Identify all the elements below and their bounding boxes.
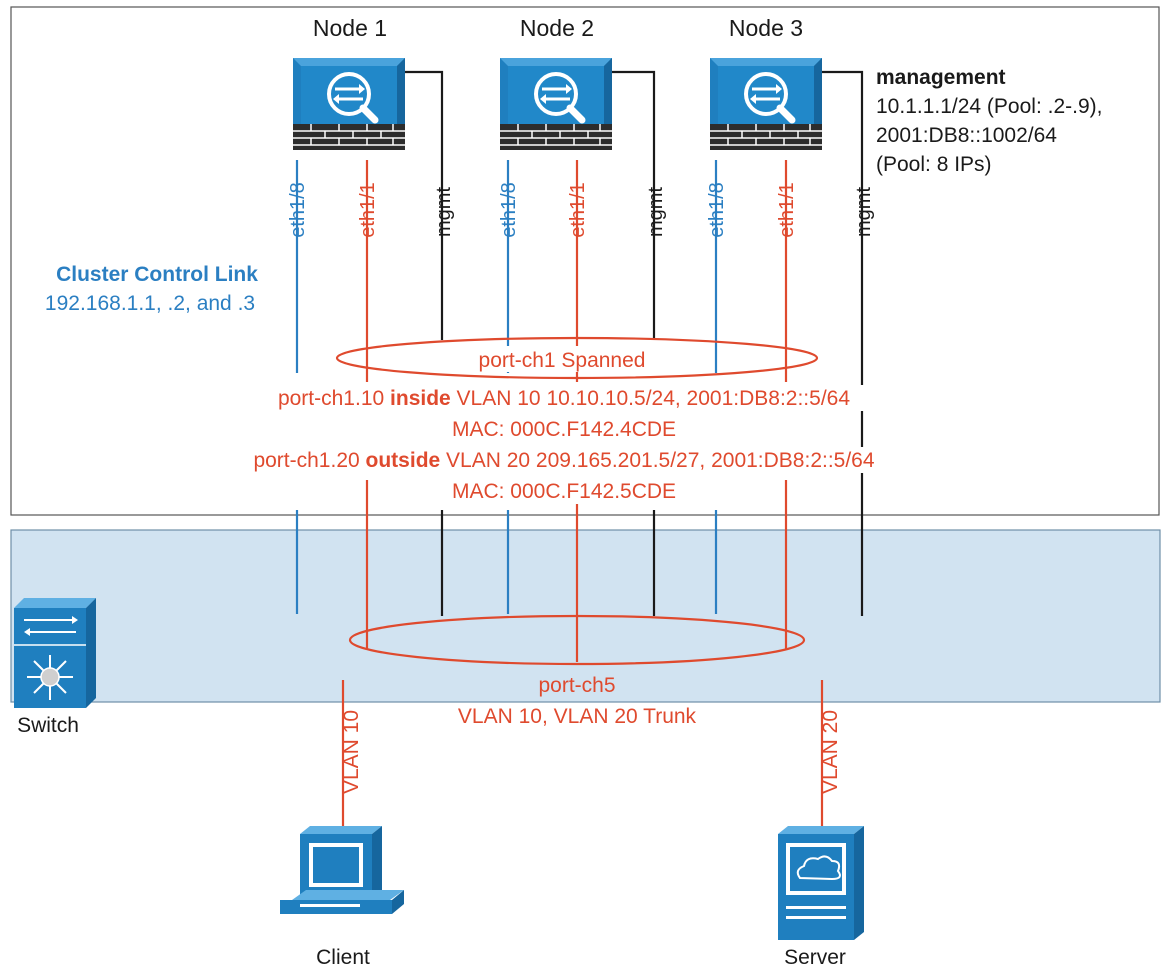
mgmt-link-node-3 [810, 70, 864, 616]
ccl-addresses: 192.168.1.1, .2, and .3 [45, 292, 255, 315]
firewall-node-2-icon [500, 58, 612, 150]
mgmt-link-node-1 [394, 70, 444, 340]
mgmt-port-label-node-1: mgmt [433, 187, 455, 237]
node-1-label: Node 1 [313, 15, 387, 41]
management-ipv6: 2001:DB8::1002/64 [876, 124, 1057, 147]
ccl-title: Cluster Control Link [56, 263, 258, 286]
data-links [341, 160, 824, 828]
mgmt-port-label-node-2: mgmt [645, 187, 667, 237]
inside-mac: MAC: 000C.F142.4CDE [452, 418, 676, 441]
management-pool: (Pool: 8 IPs) [876, 153, 992, 176]
ccl-port-label-node-2: eth1/8 [498, 182, 520, 238]
management-title: management [876, 66, 1006, 89]
firewall-node-1-icon [293, 58, 405, 150]
ccl-links [295, 160, 718, 614]
server-vlan-label: VLAN 20 [819, 710, 842, 794]
ccl-port-label-node-1: eth1/8 [287, 182, 309, 238]
mgmt-port-label-node-3: mgmt [853, 187, 875, 237]
ccl-port-label-node-3: eth1/8 [706, 182, 728, 238]
switch-icon [14, 598, 96, 708]
server-icon [778, 826, 864, 940]
client-label: Client [316, 946, 370, 969]
node-2-label: Node 2 [520, 15, 594, 41]
data-port-label-node-1: eth1/1 [357, 182, 379, 238]
outside-interface-text: port-ch1.20 outside VLAN 20 209.165.201.… [253, 449, 874, 472]
switch-label: Switch [17, 714, 79, 737]
node-3-label: Node 3 [729, 15, 803, 41]
data-port-label-node-2: eth1/1 [567, 182, 589, 238]
mgmt-link-node-2 [602, 70, 656, 340]
port-ch1-label: port-ch1 Spanned [479, 349, 646, 372]
management-ipv4: 10.1.1.1/24 (Pool: .2-.9), [876, 95, 1102, 118]
inside-interface-text: port-ch1.10 inside VLAN 10 10.10.10.5/24… [278, 387, 850, 410]
port-ch5-trunk: VLAN 10, VLAN 20 Trunk [458, 705, 697, 728]
server-label: Server [784, 946, 846, 969]
outside-mac: MAC: 000C.F142.5CDE [452, 480, 676, 503]
port-ch5-ellipse [348, 614, 806, 666]
client-pc-icon [280, 826, 404, 914]
data-port-label-node-3: eth1/1 [776, 182, 798, 238]
port-ch1-ellipse [335, 336, 819, 380]
firewall-node-3-icon [710, 58, 822, 150]
client-vlan-label: VLAN 10 [340, 710, 363, 794]
mgmt-links [394, 70, 864, 616]
port-ch5-label: port-ch5 [538, 674, 615, 697]
